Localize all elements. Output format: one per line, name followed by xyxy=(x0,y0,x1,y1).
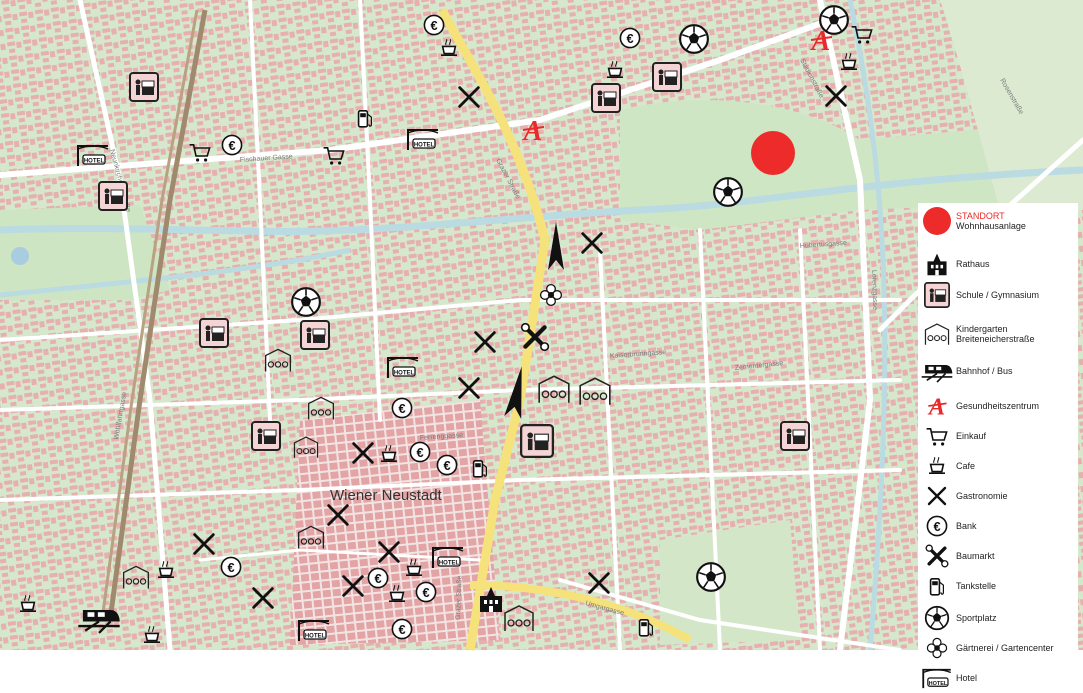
school-icon[interactable] xyxy=(591,83,621,113)
sports-field-icon[interactable] xyxy=(713,177,743,207)
legend-label: Gesundheitszentrum xyxy=(956,401,1040,411)
bank-icon[interactable] xyxy=(391,618,413,640)
bank-icon[interactable] xyxy=(415,581,437,603)
street-label: Grazer Straße xyxy=(455,575,464,620)
legend-item-restaurant: Gastronomie xyxy=(918,483,1008,509)
legend-label: Kindergarten xyxy=(956,324,1008,334)
sports-field-icon[interactable] xyxy=(696,562,726,592)
sports-field-icon[interactable] xyxy=(291,287,321,317)
legend-sublabel: Wohnhausanlage xyxy=(956,221,1026,231)
train-icon xyxy=(920,358,954,384)
bank-icon[interactable] xyxy=(367,567,389,589)
hotel-icon xyxy=(920,667,954,689)
pond xyxy=(11,247,29,265)
legend-item-garden: Gärtnerei / Gartencenter xyxy=(918,635,1054,661)
street-label: Kaiserbrunngasse xyxy=(610,349,667,360)
legend-label: Gastronomie xyxy=(956,491,1008,501)
gas-station-icon xyxy=(925,573,949,599)
legend-item-hotel: Hotel xyxy=(918,665,977,691)
legend-item-town-hall: Rathaus xyxy=(918,251,990,277)
legend-label: Tankstelle xyxy=(956,581,997,591)
railway xyxy=(107,9,208,621)
location-dot-icon xyxy=(923,207,951,235)
legend-label: Einkauf xyxy=(956,431,987,441)
kindergarten-icon xyxy=(923,321,951,347)
legend-label: Baumarkt xyxy=(956,551,995,561)
map-background xyxy=(0,0,1083,650)
old-town-blocks xyxy=(290,400,500,645)
legend-label: Hotel xyxy=(956,673,978,683)
sports-field-icon xyxy=(924,605,950,631)
legend-item-health: Gesundheitszentrum xyxy=(918,393,1039,419)
street-label: Ferrenggasse xyxy=(420,432,464,442)
school-icon[interactable] xyxy=(300,320,330,350)
legend-label: Bank xyxy=(956,521,977,531)
school-icon[interactable] xyxy=(780,421,810,451)
street-label: Fischauer Gasse xyxy=(240,153,293,164)
location-marker[interactable] xyxy=(751,131,795,175)
legend-label: Schule / Gymnasium xyxy=(956,290,1040,300)
school-icon[interactable] xyxy=(652,62,682,92)
legend-label: Bahnhof / Bus xyxy=(956,366,1013,376)
main-road-umgargasse xyxy=(469,581,692,644)
legend-item-sports: Sportplatz xyxy=(918,605,997,631)
legend-item-bank: Bank xyxy=(918,513,977,539)
school-icon[interactable] xyxy=(129,72,159,102)
pharmacy-icon[interactable] xyxy=(520,115,545,147)
green-area-south xyxy=(660,520,800,645)
legend-sublabel: Breiteneicherstraße xyxy=(956,334,1035,344)
legend-item-shopping: Einkauf xyxy=(918,423,986,449)
legend-item-train: Bahnhof / Bus xyxy=(918,358,1013,384)
pharmacy-icon[interactable] xyxy=(808,25,833,57)
garden-center-icon xyxy=(925,636,949,660)
river xyxy=(0,166,1083,235)
canal xyxy=(0,247,351,298)
railway-2 xyxy=(100,9,199,621)
bank-icon[interactable] xyxy=(436,454,458,476)
street-label: Hubertusgasse xyxy=(800,240,848,250)
city-label: Wiener Neustadt xyxy=(330,487,443,504)
legend-label: Gärtnerei / Gartencenter xyxy=(956,643,1054,653)
main-road-grazer-strasse xyxy=(438,7,550,651)
school-icon[interactable] xyxy=(520,424,554,458)
bank-icon[interactable] xyxy=(391,397,413,419)
legend-label: STANDORT xyxy=(956,211,1005,221)
legend-label: Sportplatz xyxy=(956,613,997,623)
bank-icon[interactable] xyxy=(409,441,431,463)
restaurant-icon xyxy=(925,484,949,508)
hardware-store-icon xyxy=(924,543,950,569)
bank-icon xyxy=(925,514,949,538)
school-icon xyxy=(924,282,950,308)
bank-icon[interactable] xyxy=(220,556,242,578)
green-area-northeast xyxy=(940,0,1083,210)
shopping-cart-icon xyxy=(925,424,949,448)
canal-east xyxy=(847,0,888,651)
school-icon[interactable] xyxy=(251,421,281,451)
legend-label: Cafe xyxy=(956,461,976,471)
school-icon[interactable] xyxy=(98,181,128,211)
bank-icon[interactable] xyxy=(619,27,641,49)
bank-icon[interactable] xyxy=(423,14,445,36)
school-icon[interactable] xyxy=(199,318,229,348)
sports-field-icon[interactable] xyxy=(679,24,709,54)
town-hall-icon xyxy=(924,251,950,277)
legend-label: Rathaus xyxy=(956,259,990,269)
legend-item-hardware: Baumarkt xyxy=(918,543,995,569)
bank-icon[interactable] xyxy=(221,134,243,156)
pharmacy-icon xyxy=(924,393,950,419)
cafe-icon xyxy=(925,454,949,478)
legend-item-school: Schule / Gymnasium xyxy=(918,282,1039,308)
legend-item-gas: Tankstelle xyxy=(918,573,996,599)
street-label: Lorenzgasse xyxy=(870,270,878,310)
legend-item-cafe: Cafe xyxy=(918,453,975,479)
